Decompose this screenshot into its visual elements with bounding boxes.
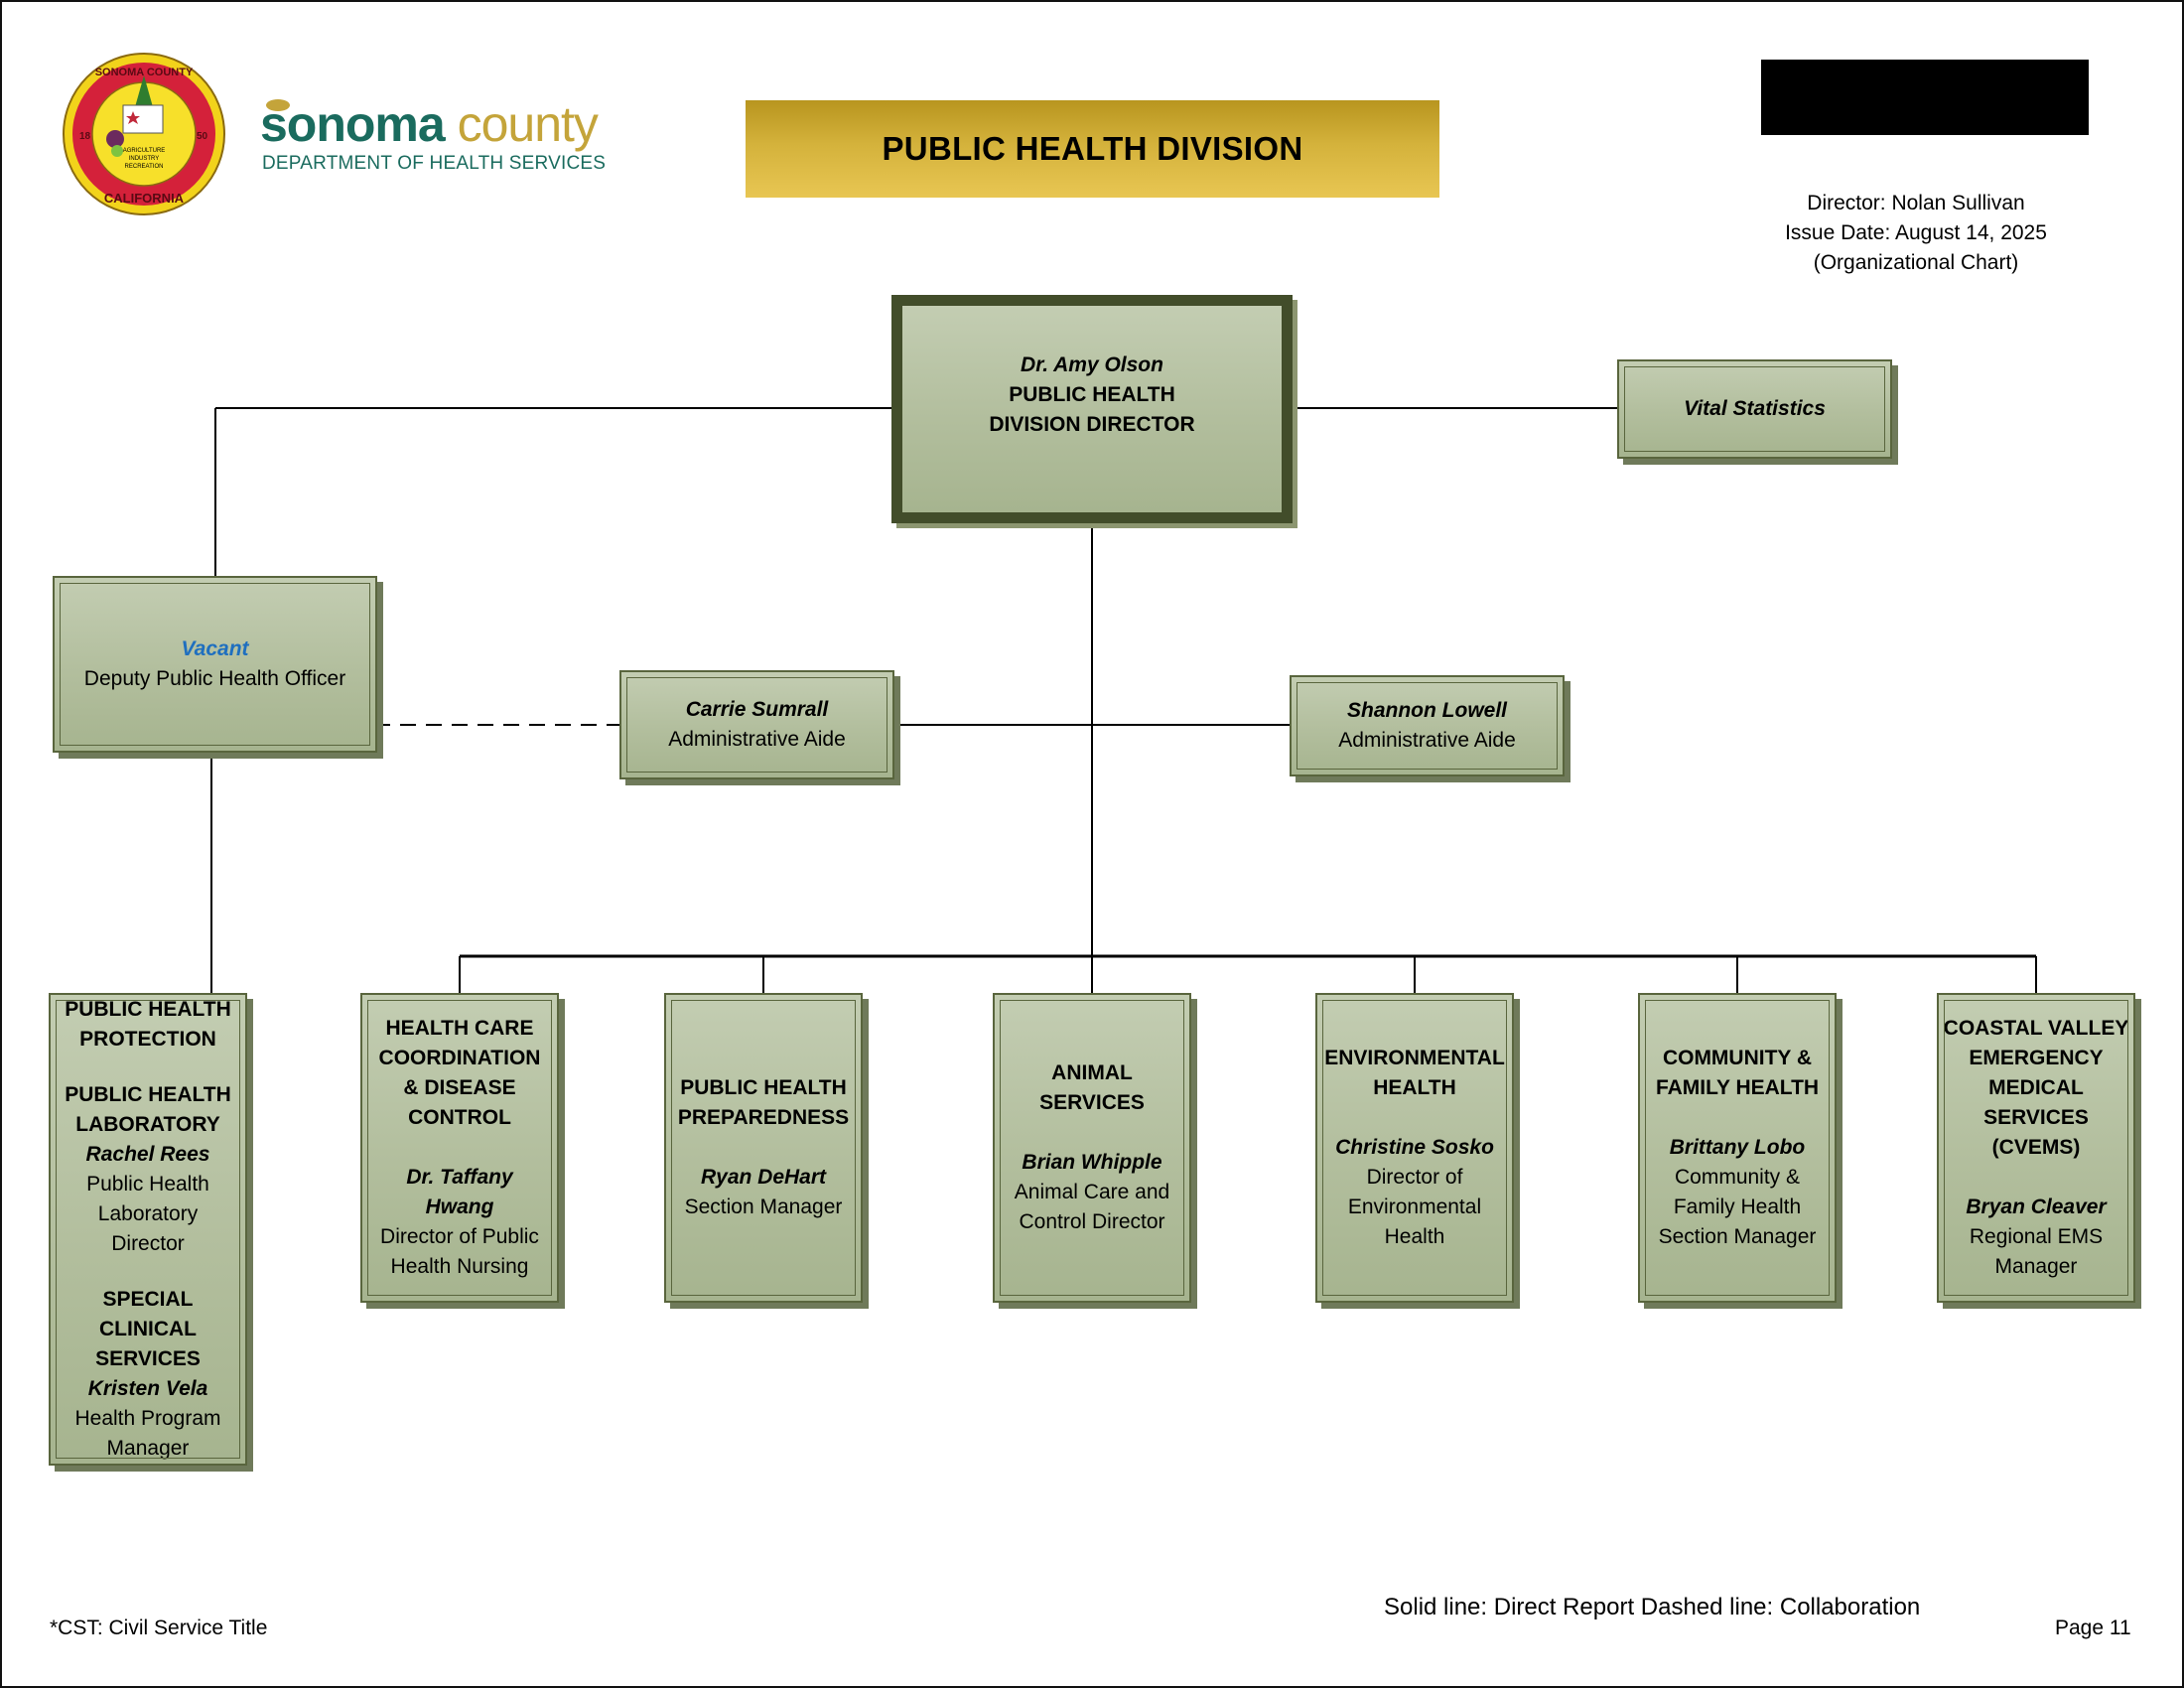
director-title-2: DIVISION DIRECTOR	[989, 413, 1195, 436]
section-manager-title: Environmental	[1347, 1196, 1482, 1218]
org-box-division-director[interactable]: Dr. Amy Olson PUBLIC HEALTH DIVISION DIR…	[891, 295, 1293, 523]
aide-left-name: Carrie Sumrall	[685, 698, 829, 721]
page-title-banner: PUBLIC HEALTH DIVISION	[746, 100, 1439, 198]
section-unit-line: HEALTH	[1373, 1076, 1456, 1099]
redacted-block	[1761, 60, 2089, 135]
section-unit-line: COMMUNITY &	[1662, 1047, 1813, 1069]
section-manager-title: Community &	[1674, 1166, 1801, 1189]
brand-subtitle: DEPARTMENT OF HEALTH SERVICES	[262, 153, 607, 174]
section-manager-title: Animal Care and	[1014, 1181, 1170, 1203]
leaf-icon	[266, 99, 290, 111]
org-box-public-health-protection[interactable]: PUBLIC HEALTH PROTECTION PUBLIC HEALTH L…	[49, 993, 247, 1466]
org-box-vital-statistics[interactable]: Vital Statistics	[1617, 359, 1892, 459]
section-manager-name: Brittany Lobo	[1669, 1136, 1806, 1159]
seal-bottom-text: CALIFORNIA	[104, 191, 185, 206]
page-title: PUBLIC HEALTH DIVISION	[882, 130, 1303, 167]
deputy-title: Deputy Public Health Officer	[83, 667, 346, 690]
org-box-coastal-valley-emergency-medical-services-cvems[interactable]: COASTAL VALLEY EMERGENCY MEDICAL SERVICES (C…	[1937, 993, 2135, 1303]
dhs-brand-logo: sonoma county DEPARTMENT OF HEALTH SERVI…	[260, 95, 617, 179]
brand-word-sonoma: sonoma	[260, 96, 446, 152]
seal-top-text: SONOMA COUNTY	[95, 67, 194, 78]
section-manager-name: Christine Sosko	[1335, 1136, 1494, 1159]
seal-motto-1: AGRICULTURE	[123, 148, 166, 154]
section-unit-line: HEALTH CARE	[385, 1017, 534, 1040]
org-box-aide-carrie-sumrall[interactable]: Carrie Sumrall Administrative Aide	[619, 670, 894, 779]
section-manager-title: Family Health	[1673, 1196, 1802, 1218]
section-manager-name: Dr. Taffany	[406, 1166, 513, 1189]
line-legend: Solid line: Direct Report Dashed line: C…	[1384, 1594, 1921, 1620]
page-number: Page 11	[2055, 1617, 2131, 1639]
brand-word-county: county	[457, 96, 599, 152]
aide-left-title: Administrative Aide	[668, 728, 846, 751]
section-manager-title: Director of Public	[380, 1225, 539, 1248]
meta-issue-date: Issue Date: August 14, 2025	[1785, 221, 2047, 244]
section-manager-title: Control Director	[1019, 1210, 1165, 1233]
seal-year-right: 50	[197, 131, 208, 142]
org-box-aide-shannon-lowell[interactable]: Shannon Lowell Administrative Aide	[1290, 675, 1565, 776]
section-unit-line: COASTAL VALLEY	[1943, 1017, 2129, 1040]
section-manager-name: Hwang	[425, 1196, 494, 1218]
clinical-manager-name: Kristen Vela	[87, 1377, 208, 1400]
clinical-title-2: Manager	[106, 1437, 190, 1460]
seal-year-left: 18	[79, 131, 91, 142]
section-unit-line: EMERGENCY	[1969, 1047, 2104, 1069]
section-unit-line: (CVEMS)	[1991, 1136, 2081, 1159]
director-title-1: PUBLIC HEALTH	[1009, 383, 1175, 406]
section-manager-title: Director of	[1366, 1166, 1463, 1189]
seal-motto-2: INDUSTRY	[129, 156, 160, 162]
clinical-title-1: Health Program	[74, 1407, 221, 1430]
deputy-name: Vacant	[181, 637, 249, 660]
section-manager-title: Manager	[1994, 1255, 2078, 1278]
org-box-deputy-officer[interactable]: Vacant Deputy Public Health Officer	[53, 576, 377, 753]
county-seal-logo: AGRICULTURE INDUSTRY RECREATION SONOMA C…	[63, 53, 225, 215]
section-manager-title: Regional EMS	[1969, 1225, 2104, 1248]
lab-director-name: Rachel Rees	[85, 1143, 210, 1166]
seal-motto-3: RECREATION	[125, 164, 164, 170]
section-manager-name: Brian Whipple	[1022, 1151, 1162, 1174]
section-unit-line: ANIMAL SERVICES	[1039, 1061, 1145, 1114]
org-box-health-care-coordination-disease-control[interactable]: HEALTH CARE COORDINATION & DISEASE CONTROL D…	[360, 993, 559, 1303]
lab-unit-1: PUBLIC HEALTH	[65, 1083, 231, 1106]
director-name: Dr. Amy Olson	[1021, 353, 1163, 376]
meta-director: Director: Nolan Sullivan	[1807, 192, 2025, 214]
section-unit-line: CONTROL	[408, 1106, 511, 1129]
lab-unit-2: LABORATORY	[75, 1113, 220, 1136]
lab-title-3: Director	[111, 1232, 185, 1255]
section-manager-title: Section Manager	[684, 1196, 843, 1218]
meta-doc-type: (Organizational Chart)	[1813, 251, 2019, 274]
section-unit-line: ENVIRONMENTAL	[1324, 1047, 1505, 1069]
footer-note: *CST: Civil Service Title	[50, 1617, 268, 1639]
section-manager-title: Health	[1384, 1225, 1445, 1248]
section-manager-title: Section Manager	[1658, 1225, 1817, 1248]
section-manager-name: Bryan Cleaver	[1966, 1196, 2107, 1218]
section-unit-line: MEDICAL	[1988, 1076, 2084, 1099]
section-manager-title: Health Nursing	[390, 1255, 529, 1278]
section-unit-line: COORDINATION	[378, 1047, 541, 1069]
protection-unit-1: PUBLIC HEALTH	[65, 998, 231, 1021]
section-unit-line: SERVICES	[1983, 1106, 2089, 1129]
vital-statistics-label: Vital Statistics	[1684, 397, 1826, 420]
aide-right-name: Shannon Lowell	[1347, 699, 1507, 722]
lab-title-2: Laboratory	[97, 1202, 199, 1225]
section-unit-line: & DISEASE	[403, 1076, 516, 1099]
clinical-unit-1: SPECIAL CLINICAL	[99, 1288, 197, 1340]
clinical-unit-2: SERVICES	[95, 1347, 201, 1370]
document-meta: Director: Nolan Sullivan Issue Date: Aug…	[1717, 189, 2115, 278]
section-unit-line: FAMILY HEALTH	[1655, 1076, 1820, 1099]
section-unit-line: PREPAREDNESS	[677, 1106, 850, 1129]
protection-unit-2: PROTECTION	[79, 1028, 216, 1051]
aide-right-title: Administrative Aide	[1338, 729, 1516, 752]
section-unit-line: PUBLIC HEALTH	[680, 1076, 847, 1099]
section-manager-name: Ryan DeHart	[700, 1166, 827, 1189]
lab-title-1: Public Health	[86, 1173, 209, 1196]
